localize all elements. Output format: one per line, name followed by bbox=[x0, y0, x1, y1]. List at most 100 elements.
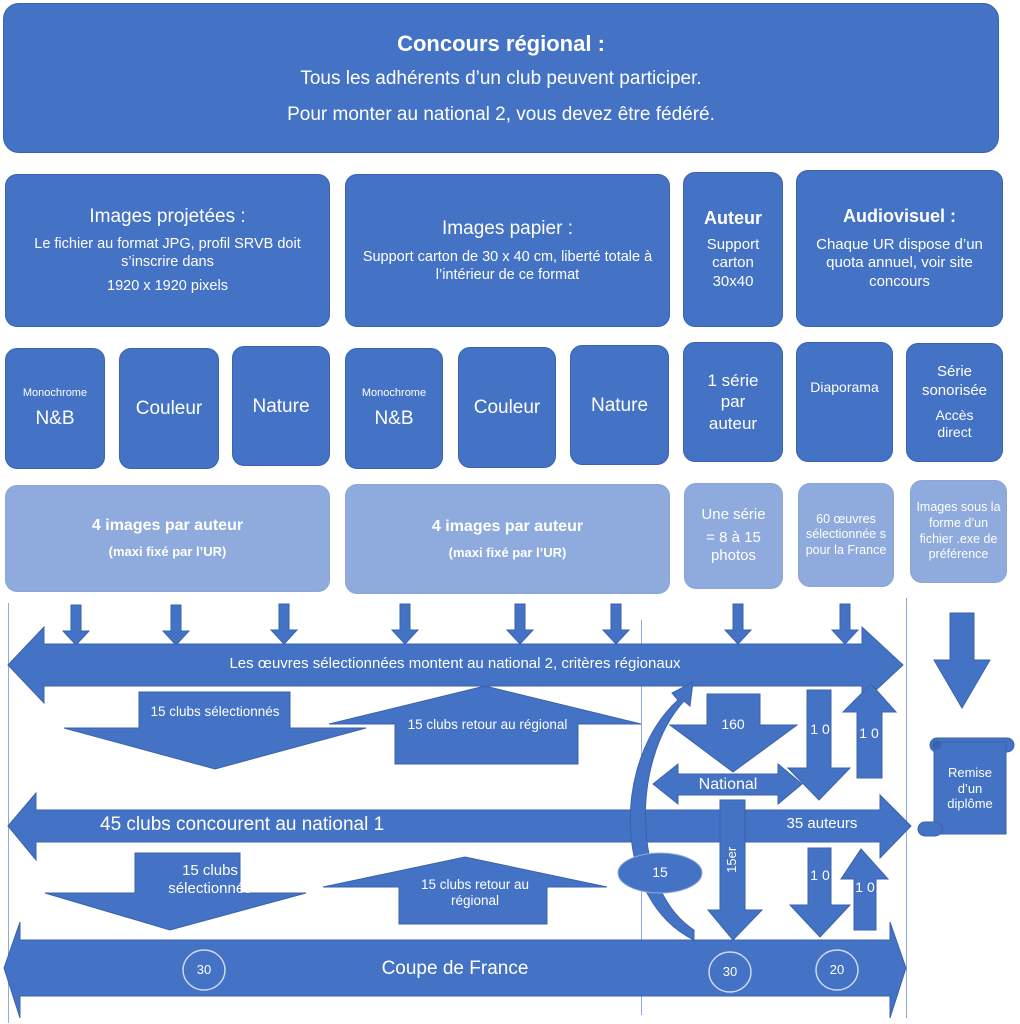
down-arrow-3 bbox=[269, 603, 299, 645]
guide-line-right bbox=[906, 598, 907, 1018]
national1-label: 45 clubs concourent au national 1 bbox=[100, 814, 385, 835]
quota-auteur: Une série = 8 à 15 photos bbox=[684, 483, 783, 589]
audiovisuel-desc: Chaque UR dispose d’un quota annuel, voi… bbox=[816, 235, 983, 291]
auteur-serie: 1 série par auteur bbox=[707, 371, 759, 433]
sub-proj-monochrome: Monochrome N&B bbox=[5, 348, 105, 469]
down-arrow-8 bbox=[830, 603, 860, 645]
circle-left-label: 30 bbox=[196, 962, 212, 977]
auteur-desc: Support carton 30x40 bbox=[706, 235, 760, 291]
header-title: Concours régional : bbox=[397, 30, 605, 56]
pap-mono: N&B bbox=[374, 407, 414, 429]
sub-auteur-serie: 1 série par auteur bbox=[683, 342, 783, 462]
proj-couleur: Couleur bbox=[135, 397, 203, 419]
ten-down-arrow-lower bbox=[788, 847, 852, 938]
ten-up-arrow-upper bbox=[841, 683, 898, 779]
national1-arrow bbox=[7, 791, 912, 862]
quota-pap-line1: 4 images par auteur bbox=[431, 517, 584, 535]
quota-projetees: 4 images par auteur (maxi fixé par l’UR) bbox=[5, 485, 330, 592]
down-arrow-7 bbox=[723, 603, 753, 645]
guide-line-left bbox=[8, 603, 9, 1023]
selected-down-arrow-1 bbox=[63, 691, 367, 770]
n160-down-arrow bbox=[668, 693, 799, 773]
selected-label-2: 15 clubs sélectionnés bbox=[168, 862, 252, 897]
first15-down-arrow bbox=[706, 799, 764, 941]
sub-pap-nature: Nature bbox=[570, 345, 669, 465]
selected-label-1: 15 clubs sélectionnés bbox=[150, 704, 280, 719]
quota-papier: 4 images par auteur (maxi fixé par l’UR) bbox=[345, 484, 670, 594]
sub-serie-sonorisee: Série sonorisée Accès direct bbox=[906, 343, 1003, 462]
coupe-double-arrow bbox=[3, 921, 907, 1019]
sub-diaporama: Diaporama bbox=[796, 342, 893, 462]
header-line1: Tous les adhérents d’un club peuvent par… bbox=[300, 68, 702, 89]
audiovisuel-title: Audiovisuel : bbox=[842, 206, 956, 227]
oval15-label: 15 bbox=[652, 864, 668, 880]
circle-30-mid bbox=[708, 951, 752, 993]
projetees-desc: Le fichier au format JPG, profil SRVB do… bbox=[34, 236, 301, 271]
proj-mono-small: Monochrome bbox=[22, 386, 88, 399]
quota-pap-line2: (maxi fixé par l’UR) bbox=[448, 544, 567, 560]
national-label: National bbox=[698, 776, 758, 793]
first15-label: 15er bbox=[724, 846, 740, 873]
return-up-arrow-1 bbox=[328, 685, 642, 765]
auteurs35-label: 35 auteurs bbox=[786, 815, 858, 832]
national-double-arrow bbox=[652, 762, 803, 806]
quota-auteur-line1: Une série bbox=[701, 505, 766, 523]
sub-proj-couleur: Couleur bbox=[119, 348, 219, 469]
projetees-title: Images projetées : bbox=[89, 206, 246, 228]
return-label-1: 15 clubs retour au régional bbox=[407, 717, 568, 732]
selected-down-arrow-2 bbox=[44, 852, 307, 931]
papier-title: Images papier : bbox=[442, 217, 573, 239]
auteur-title: Auteur bbox=[704, 208, 762, 229]
pap-mono-small: Monochrome bbox=[361, 386, 427, 399]
papier-desc: Support carton de 30 x 40 cm, liberté to… bbox=[362, 249, 653, 284]
ten-down-arrow-upper bbox=[786, 689, 852, 801]
category-audiovisuel: Audiovisuel : Chaque UR dispose d’un quo… bbox=[796, 170, 1003, 327]
projetees-size: 1920 x 1920 pixels bbox=[107, 278, 228, 295]
pap-couleur: Couleur bbox=[473, 396, 541, 418]
quota-auteur-line2: = 8 à 15 photos bbox=[706, 528, 761, 565]
ten-up-arrow-lower bbox=[840, 848, 890, 931]
category-images-papier: Images papier : Support carton de 30 x 4… bbox=[345, 174, 670, 327]
circle-right-label: 20 bbox=[829, 962, 845, 977]
sub-pap-monochrome: Monochrome N&B bbox=[345, 348, 443, 469]
ten-label-d: 1 0 bbox=[855, 879, 875, 895]
category-auteur: Auteur Support carton 30x40 bbox=[683, 172, 783, 327]
category-images-projetees: Images projetées : Le fichier au format … bbox=[5, 174, 330, 327]
diplome-label: Remise d’un diplôme bbox=[947, 765, 993, 812]
acces-direct: Accès direct bbox=[935, 406, 974, 441]
header-line2: Pour monter au national 2, vous devez êt… bbox=[287, 103, 715, 125]
oval-15 bbox=[617, 852, 703, 894]
down-arrow-5 bbox=[505, 603, 535, 645]
return-label-2: 15 clubs retour au régional bbox=[420, 877, 530, 909]
diplome-down-arrow bbox=[933, 612, 991, 709]
down-arrow-4 bbox=[390, 603, 420, 645]
circle-20-right bbox=[815, 949, 859, 991]
pap-nature: Nature bbox=[590, 395, 649, 416]
sub-pap-couleur: Couleur bbox=[458, 347, 556, 468]
proj-mono: N&B bbox=[35, 407, 75, 429]
down-arrow-2 bbox=[161, 604, 191, 646]
quota-diaporama: 60 œuvres sélectionnée s pour la France bbox=[798, 483, 894, 587]
down-arrow-1 bbox=[61, 604, 91, 646]
quota-sonorisee: Images sous la forme d’un fichier .exe d… bbox=[910, 480, 1007, 583]
ten-label-c: 1 0 bbox=[810, 867, 830, 883]
diplome-scroll-icon bbox=[917, 737, 1015, 837]
quota-diaporama-text: 60 œuvres sélectionnée s pour la France bbox=[805, 511, 887, 557]
diaporama: Diaporama bbox=[810, 379, 879, 395]
proj-nature: Nature bbox=[252, 396, 310, 417]
ten-label-b: 1 0 bbox=[859, 725, 879, 741]
circle-30-left bbox=[182, 949, 226, 991]
quota-proj-line2: (maxi fixé par l’UR) bbox=[108, 544, 227, 560]
serie-sonorisee: Série sonorisée bbox=[921, 363, 988, 399]
national2-double-arrow bbox=[7, 625, 904, 705]
national2-label: Les œuvres sélectionnées montent au nati… bbox=[229, 655, 681, 672]
n160-label: 160 bbox=[721, 716, 745, 732]
sub-proj-nature: Nature bbox=[232, 346, 330, 466]
quota-sonorisee-text: Images sous la forme d’un fichier .exe d… bbox=[916, 500, 1001, 562]
return-up-arrow-2 bbox=[322, 856, 608, 925]
quota-proj-line1: 4 images par auteur bbox=[91, 517, 244, 535]
ten-label-a: 1 0 bbox=[810, 721, 830, 737]
header-box: Concours régional : Tous les adhérents d… bbox=[3, 3, 999, 153]
coupe-label: Coupe de France bbox=[381, 958, 529, 979]
